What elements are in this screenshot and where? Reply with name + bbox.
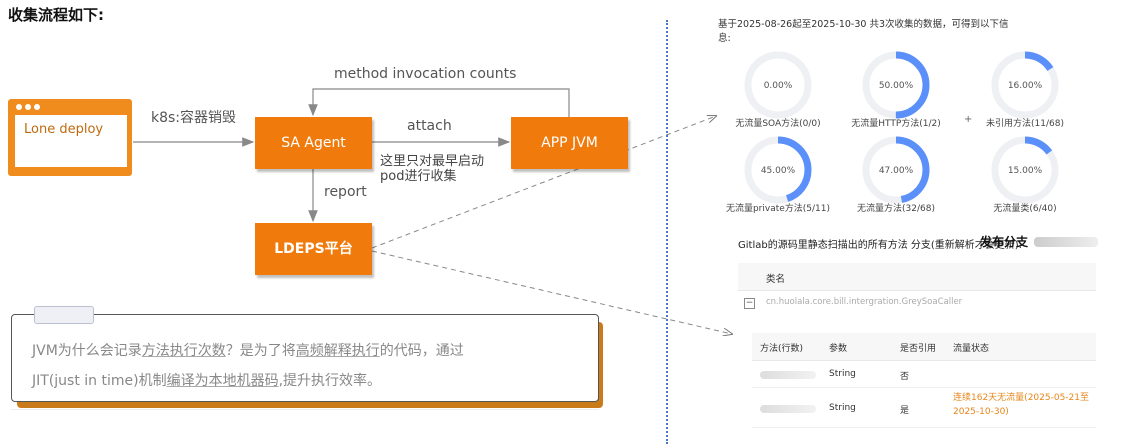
gauge-arc (744, 136, 812, 204)
gitlab-label: Gitlab的源码里静态扫描出的所有方法 分支(重新解析才会更新): (738, 240, 1023, 251)
page-title: 收集流程如下: (8, 6, 104, 24)
gauge-chart: 45.00% (744, 136, 812, 204)
method-table-header (752, 333, 1096, 361)
gauge-label: 无流量类(6/40) (993, 204, 1057, 214)
window-dot-icon (25, 104, 31, 110)
ldeps-platform-box: LDEPS平台 (255, 223, 372, 275)
info-line-1: 基于2025-08-26起至2025-10-30 共3次收集的数据，可得到以下信 (718, 19, 1009, 30)
gauge-chart: 16.00% (991, 51, 1059, 119)
gauge-chart: 15.00% (991, 136, 1059, 204)
gauge-arc (991, 51, 1059, 119)
gauge-label: 未引用方法(11/68) (986, 119, 1064, 129)
lone-deploy-label: Lone deploy (24, 122, 104, 137)
gauge-label: 无流量private方法(5/11) (725, 204, 831, 214)
gauge-label: 无流量方法(32/68) (857, 204, 935, 214)
method-invocation-label: method invocation counts (334, 66, 517, 82)
note-line-1: 这里只对最早启动 (380, 154, 485, 169)
note-line-2: pod进行收集 (380, 169, 457, 184)
app-jvm-box: APP JVM (511, 117, 628, 169)
sa-agent-box: SA Agent (255, 117, 372, 169)
method-column-header: 方法(行数) (760, 344, 804, 354)
lone-deploy-content (15, 115, 127, 167)
card-highlight: 方法执行次数 (141, 343, 226, 359)
gauge-arc (862, 51, 930, 119)
row-divider (752, 427, 1096, 428)
report-label: report (324, 184, 367, 200)
cursor-plus-icon: + (964, 114, 973, 125)
card-text: ,提升执行效率。 (278, 373, 382, 389)
gauge-track (744, 51, 812, 119)
row-divider (752, 387, 1096, 388)
gauge-percent: 15.00% (1008, 166, 1043, 176)
dotted-divider (666, 20, 668, 444)
gauge-label: 无流量HTTP方法(1/2) (851, 119, 941, 129)
branch-name[interactable]: 发布分支 (980, 235, 1029, 249)
gauge-percent: 50.00% (879, 81, 914, 91)
gauge-chart: 50.00% (862, 51, 930, 119)
gauge-chart: 47.00% (862, 136, 930, 204)
table-row-param: String (829, 403, 856, 413)
gauge-arc (862, 136, 930, 204)
table-row-param: String (829, 369, 856, 379)
redacted-method-name (760, 371, 816, 379)
card-line-1: JVM为什么会记录方法执行次数？是为了将高频解释执行的代码，通过 (32, 340, 464, 360)
card-text: 的代码，通过 (379, 343, 464, 359)
card-text: ？是为了将 (225, 343, 296, 359)
window-dot-icon (16, 104, 22, 110)
collapse-icon[interactable]: − (744, 298, 755, 309)
info-line-2: 息: (718, 33, 731, 44)
card-text: JIT(just in time)机制 (32, 373, 167, 389)
gauge-percent: 45.00% (761, 166, 796, 176)
dashed-arrow-to-gauges (371, 116, 716, 249)
arrow-method-invocation (308, 88, 570, 117)
class-table-header (738, 263, 1096, 291)
card-highlight: 高频解释执行 (295, 343, 380, 359)
class-path: cn.huolala.core.bill.intergration.GreySo… (766, 297, 963, 307)
traffic-status-warning: 连续162天无流量(2025-05-21至2025-10-30) (953, 393, 1089, 417)
jvm-explanation-card (11, 314, 599, 402)
gauge-percent: 47.00% (879, 166, 914, 176)
table-row-referenced: 是 (900, 406, 910, 416)
card-bottom-strip (11, 409, 599, 430)
gauge-arc (991, 136, 1059, 204)
traffic-status-column-header: 流量状态 (953, 344, 990, 354)
dashed-arrow-to-table (371, 250, 732, 334)
param-column-header: 参数 (829, 344, 848, 354)
redacted-branch (1034, 237, 1098, 247)
redacted-method-name (760, 405, 816, 413)
gauge-label: 无流量SOA方法(0/0) (735, 119, 821, 129)
gauge-percent: 16.00% (1008, 81, 1043, 91)
gauge-chart: 0.00% (744, 51, 812, 119)
attach-label: attach (407, 118, 452, 134)
card-highlight: 编译为本地机器码 (166, 373, 279, 389)
table-row-referenced: 否 (900, 372, 910, 382)
k8s-label: k8s:容器销毁 (151, 110, 237, 126)
card-tab-icon (34, 306, 94, 324)
card-line-2: JIT(just in time)机制编译为本地机器码,提升执行效率。 (32, 370, 381, 390)
class-name-header: 类名 (766, 274, 786, 285)
gauge-percent: 0.00% (764, 81, 793, 91)
referenced-column-header: 是否引用 (900, 344, 937, 354)
window-dot-icon (34, 104, 40, 110)
card-text: JVM为什么会记录 (32, 343, 142, 359)
